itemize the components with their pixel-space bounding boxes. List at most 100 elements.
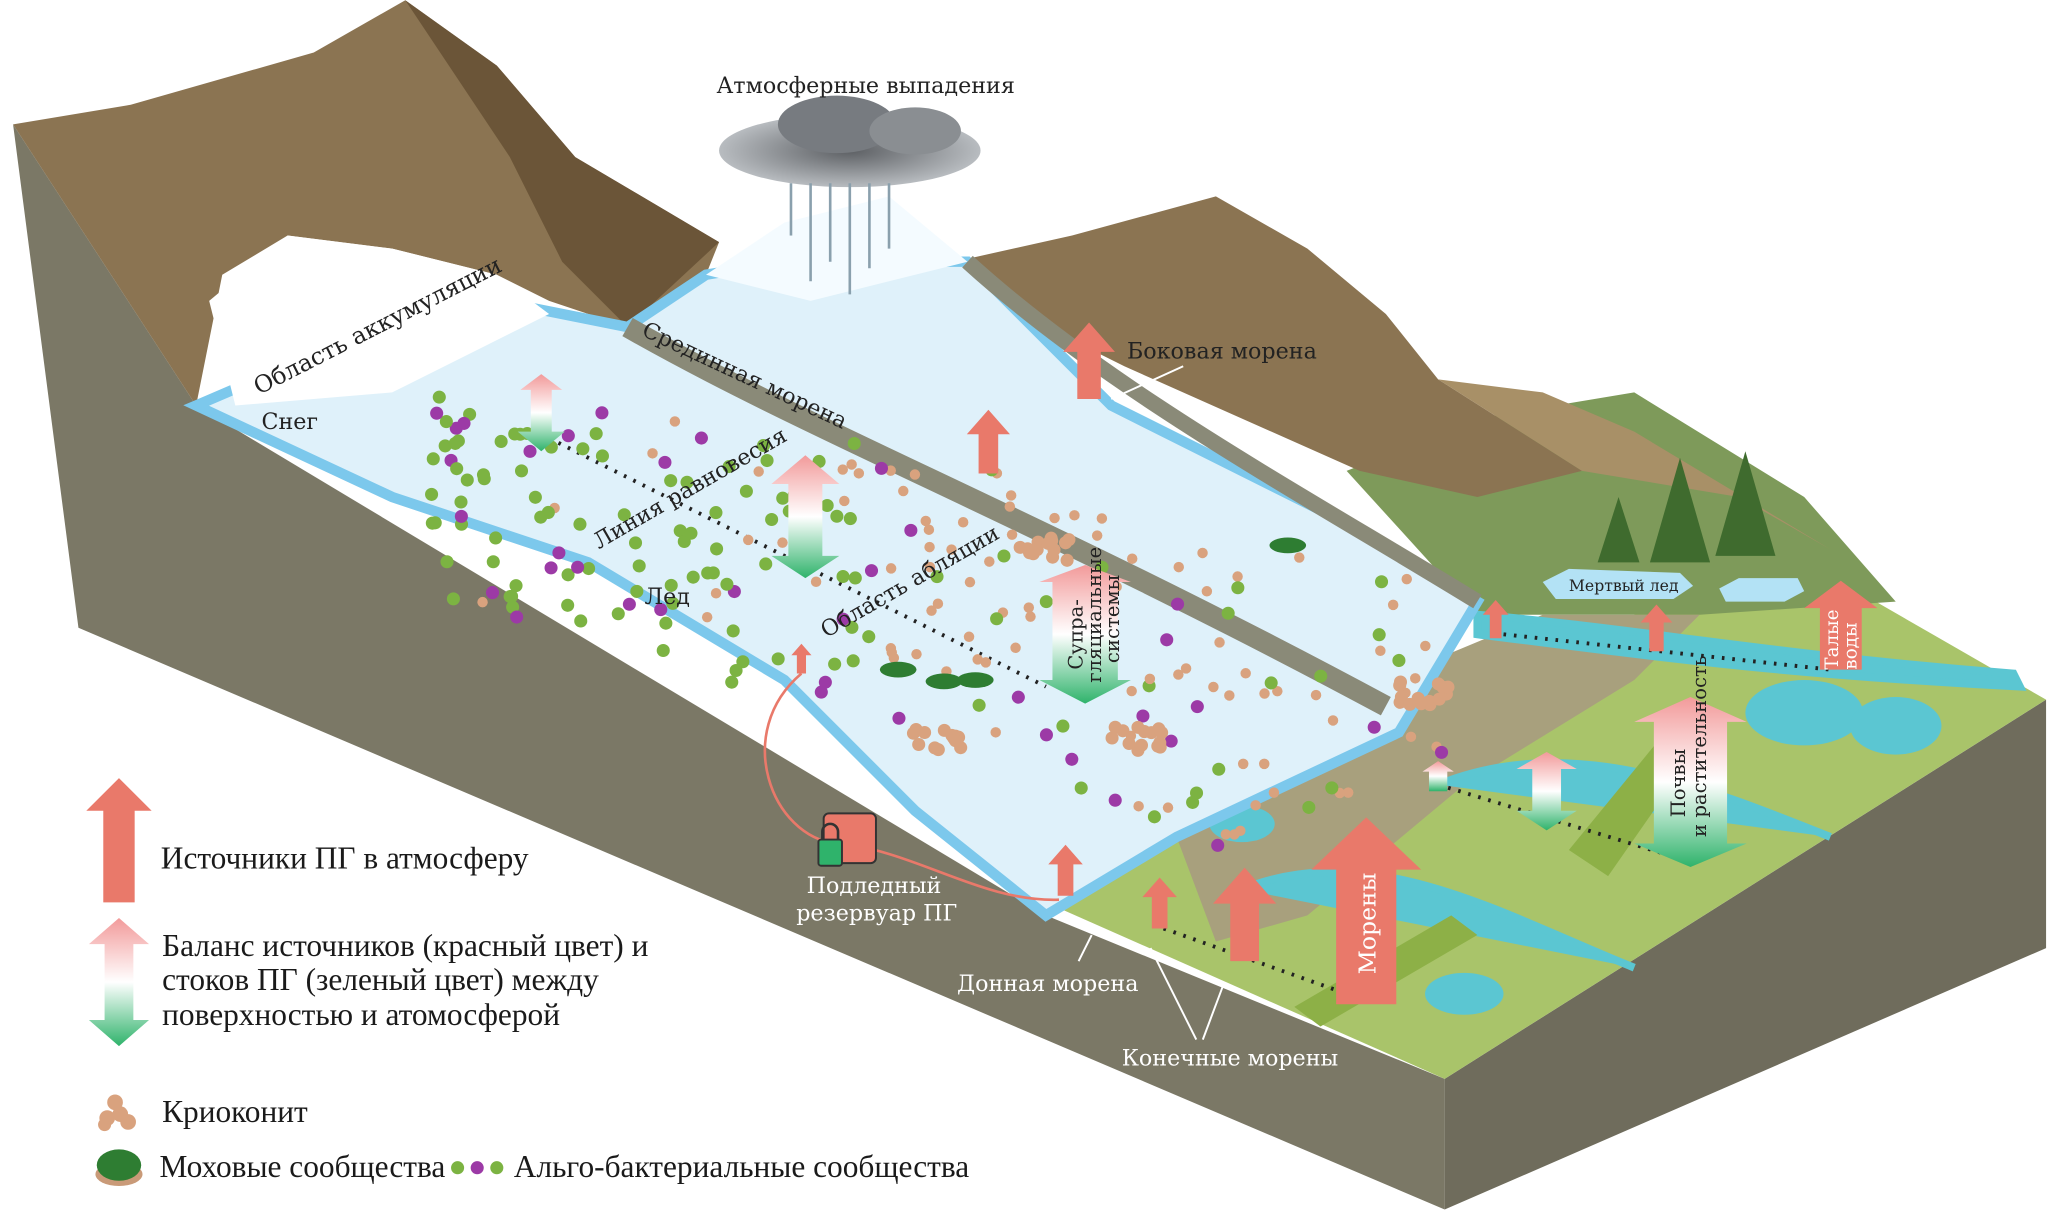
algae-particle — [541, 505, 555, 519]
medial-moraine — [622, 317, 1391, 716]
cryoconite-particle — [1272, 685, 1283, 697]
algae-particle — [845, 620, 859, 634]
algae-particle — [476, 468, 491, 482]
algae-particle — [1221, 606, 1235, 620]
algae-particle — [1136, 709, 1150, 723]
algae-particle — [701, 566, 715, 580]
soils-label: Почвы и растительность — [1667, 656, 1711, 837]
algae-particle — [930, 570, 944, 584]
cryoconite-heap — [1026, 547, 1040, 561]
algae-particle — [820, 498, 834, 513]
cryoconite-particle — [888, 652, 900, 664]
cryoconite-particle — [1126, 553, 1138, 564]
algae-particle — [1264, 676, 1278, 690]
lake — [1849, 697, 1942, 755]
cryoconite-particle — [1173, 561, 1184, 573]
subglacial-label-2: резервуар ПГ — [796, 901, 957, 927]
cryoconite-particle — [701, 611, 713, 623]
moss-patch — [1269, 537, 1307, 554]
cryoconite-particle — [1220, 829, 1232, 840]
algae-particle — [446, 592, 460, 606]
cryoconite-particle — [1023, 602, 1035, 613]
legend-balance-arrow-icon — [88, 918, 150, 1047]
cryoconite-particle — [810, 576, 822, 587]
cryoconite-particle — [924, 541, 935, 553]
algae-particle — [997, 549, 1011, 563]
upper-snow — [705, 196, 968, 301]
algae-particle — [720, 577, 734, 591]
cryoconite-particle — [710, 588, 722, 599]
algae-particle — [571, 560, 585, 574]
terminal-moraines-label: Конечные морены — [1122, 1046, 1338, 1072]
algae-particle — [771, 652, 785, 666]
terrain-block — [13, 124, 2047, 1210]
cryoconite-particle — [1294, 552, 1305, 563]
cryoconite-particle — [1214, 637, 1225, 648]
cryoconite-heap — [1046, 550, 1060, 564]
cryoconite-particle — [1096, 513, 1108, 524]
algae-particle — [460, 473, 474, 487]
mountain-left-shade — [405, 0, 720, 328]
rain-cloud-icon — [719, 95, 981, 295]
cryoconite-particle — [1387, 599, 1399, 611]
cryoconite-heap — [1122, 736, 1136, 751]
algae-particle — [552, 546, 566, 560]
lake — [1425, 972, 1504, 1015]
supraglacial-label: Супра- гляциальные системы — [1065, 547, 1125, 683]
algae-particle — [1171, 597, 1185, 611]
cryoconite-particle — [1250, 800, 1261, 811]
algae-particle — [1190, 700, 1204, 714]
tree-icon — [1597, 497, 1640, 563]
algae-particle — [892, 711, 906, 725]
algae-particle — [494, 434, 508, 448]
algae-particle — [454, 495, 468, 509]
algae-particle — [595, 449, 609, 463]
moraines-label: Морены — [1353, 873, 1381, 975]
cryoconite-particle — [1342, 787, 1354, 798]
algae-particle — [561, 598, 575, 612]
algae-particle — [1435, 745, 1449, 759]
algae-particle — [617, 508, 631, 522]
cryoconite-particle — [1259, 688, 1270, 699]
cryoconite-particle — [1229, 829, 1240, 840]
meltwater-arrow — [1804, 580, 1878, 670]
algae-particle — [1392, 653, 1406, 667]
cryoconite-particle — [1410, 673, 1421, 684]
algae-particle — [739, 484, 753, 498]
algae-particle — [1212, 762, 1226, 776]
algae-particle — [709, 506, 723, 520]
cryoconite-particle — [1224, 690, 1235, 701]
algae-particle — [508, 427, 522, 441]
algae-particle — [656, 643, 670, 658]
cryoconite-heap — [1152, 722, 1166, 736]
algae-particle — [694, 431, 708, 445]
cryoconite-particle — [1162, 802, 1174, 813]
algae-particle — [814, 685, 828, 699]
cryoconite-particle — [669, 416, 681, 427]
algae-particle — [1160, 633, 1174, 647]
cryoconite-particle — [477, 596, 488, 608]
algae-particle — [658, 455, 672, 469]
algae-particle — [760, 454, 774, 468]
cryoconite-particle — [1375, 645, 1386, 657]
algae-particle — [632, 559, 646, 573]
mountain-right-shade — [1438, 379, 1831, 550]
cryoconite-particle — [924, 561, 936, 573]
algae-particle — [611, 607, 625, 621]
cryoconite-heap — [1116, 724, 1130, 738]
cryoconite-particle — [647, 448, 658, 459]
leader-lines — [1077, 934, 1224, 1041]
trees — [1597, 451, 1776, 563]
cryoconite-particle — [920, 515, 931, 527]
cryoconite-particle — [1005, 490, 1017, 501]
cryoconite-particle — [846, 459, 857, 470]
algae-particle — [428, 516, 442, 530]
cryoconite-particle — [980, 657, 992, 668]
cryoconite-particle — [1004, 501, 1016, 512]
balance-arrow-icon — [517, 374, 565, 452]
algae-particle — [836, 569, 850, 584]
legend-cryoconite: Криоконит — [162, 1094, 308, 1129]
dotted-line — [1503, 632, 1831, 672]
balance-arrows — [517, 374, 1747, 868]
algae-particle — [756, 438, 771, 453]
